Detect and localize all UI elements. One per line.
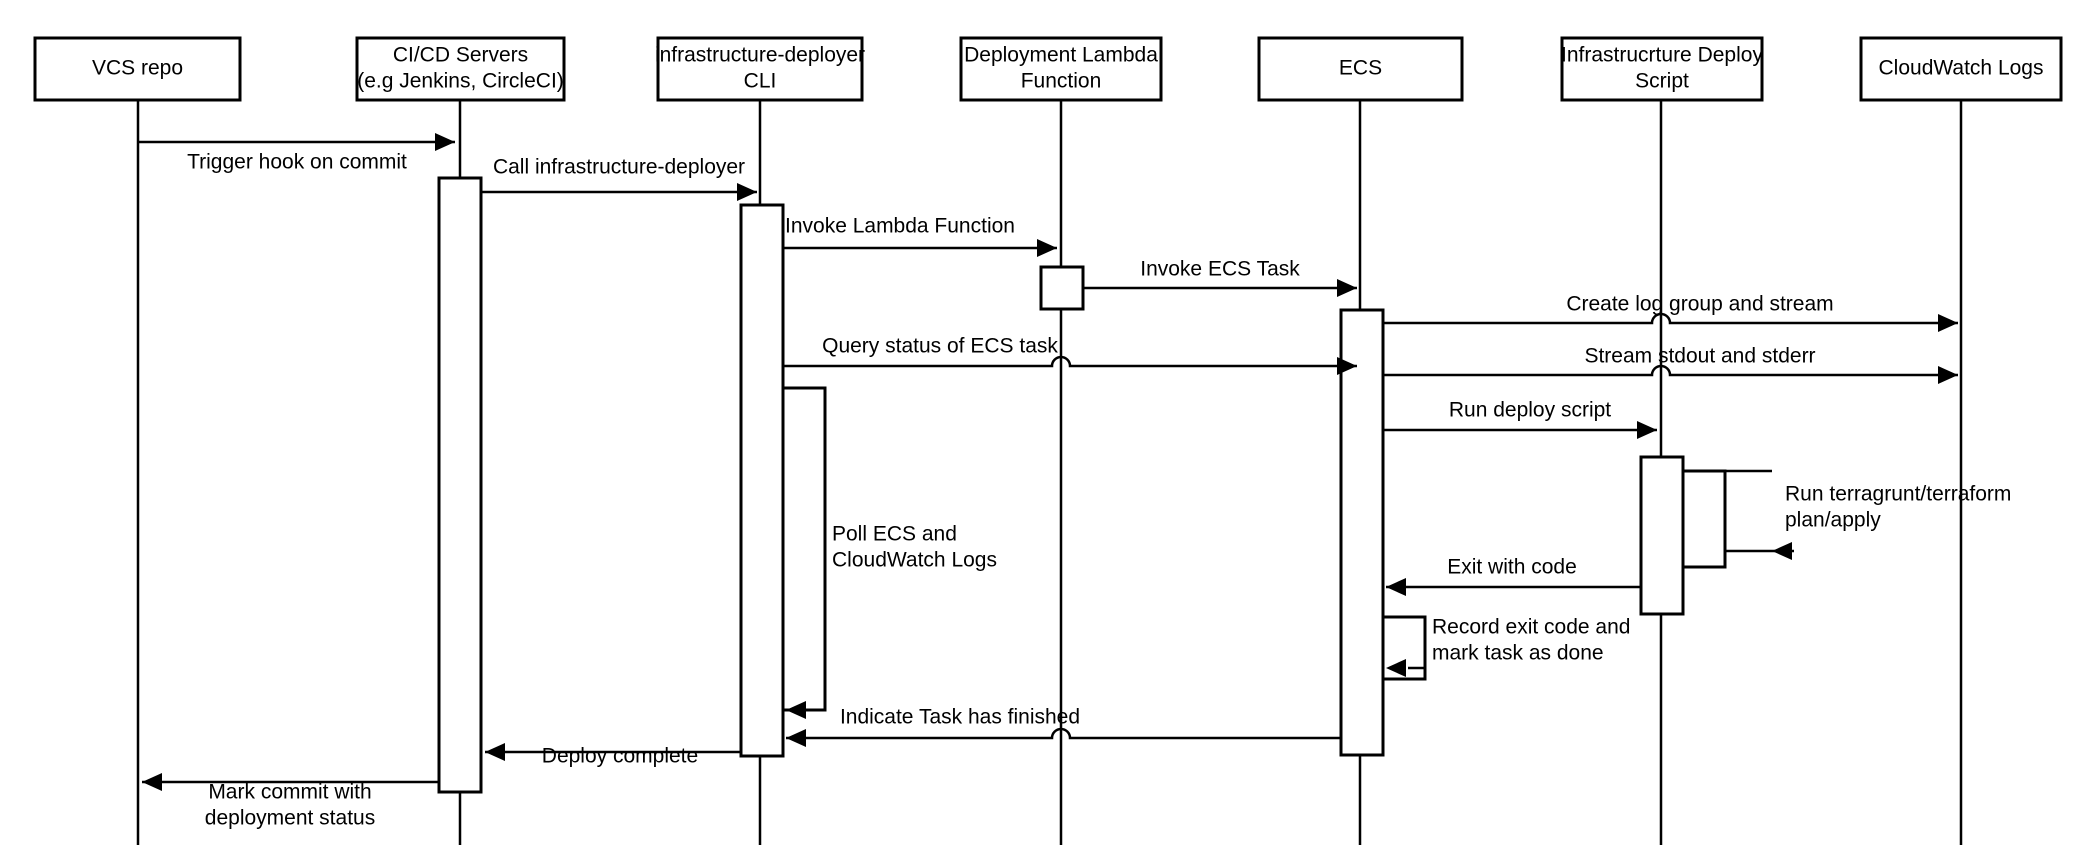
message-label-m3: Invoke Lambda Function <box>785 215 1015 238</box>
message-label-m11: Record exit code and <box>1432 616 1630 639</box>
participant-label-lambda: Deployment Lambda <box>964 44 1158 67</box>
activation-act-cicd <box>437 176 483 794</box>
message-label-m8: Run deploy script <box>1449 399 1611 422</box>
message-label-m5: Create log group and stream <box>1566 293 1833 316</box>
message-arrowhead-m14 <box>485 743 505 761</box>
message-m2[interactable]: Call infrastructure-deployer <box>481 156 757 201</box>
participant-box-lambda <box>959 36 1163 102</box>
message-label-m15: deployment status <box>205 807 375 830</box>
message-label-m10: Exit with code <box>1447 556 1577 579</box>
message-m4[interactable]: Invoke ECS Task <box>1083 258 1357 297</box>
message-arrowhead-m4 <box>1337 279 1357 297</box>
message-label-m6: Query status of ECS task <box>822 335 1058 358</box>
message-label-m2: Call infrastructure-deployer <box>493 156 745 179</box>
message-m5[interactable]: Create log group and stream <box>1383 293 1958 332</box>
participant-box-cwlogs <box>1859 36 2063 102</box>
message-m11[interactable]: Record exit code and mark task as done <box>1386 616 1630 677</box>
participant-vcs[interactable]: VCS repo <box>33 36 242 102</box>
activation-act-script <box>1639 455 1685 616</box>
message-arrowhead-m6 <box>1337 357 1357 375</box>
message-line-m12 <box>786 386 827 712</box>
participants-layer: VCS repo CI/CD Servers (e.g Jenkins, Circl… <box>33 36 2063 102</box>
participant-label-cli: infrastructure-deployer <box>655 44 865 67</box>
message-label-m9: plan/apply <box>1785 509 1881 532</box>
message-label-m12: CloudWatch Logs <box>832 549 997 572</box>
activations-layer <box>437 176 1727 794</box>
message-arrowhead-m7 <box>1938 366 1958 384</box>
activation-act-cli-poll <box>781 386 827 712</box>
message-line-m6 <box>783 355 1357 368</box>
message-label-m11: mark task as done <box>1432 642 1604 665</box>
participant-label-cicd: (e.g Jenkins, CircleCI) <box>357 70 564 93</box>
message-label-m7: Stream stdout and stderr <box>1584 345 1815 368</box>
message-m14[interactable]: Deploy complete <box>485 743 741 768</box>
message-m15[interactable]: Mark commit with deployment status <box>142 773 439 830</box>
message-m9[interactable]: Run terragrunt/terraform plan/apply <box>1723 469 2011 560</box>
participant-label-cicd: CI/CD Servers <box>393 44 528 67</box>
message-label-m1: Trigger hook on commit <box>187 151 407 174</box>
message-m10[interactable]: Exit with code <box>1386 556 1641 596</box>
participant-box-ecs <box>1257 36 1464 102</box>
message-m6[interactable]: Query status of ECS task <box>783 335 1357 375</box>
message-line-m7 <box>1383 364 1958 377</box>
message-m7[interactable]: Stream stdout and stderr <box>1383 345 1958 384</box>
message-line-m9 <box>1723 469 1794 553</box>
activation-act-script-tf <box>1681 469 1727 569</box>
message-line-m5 <box>1383 312 1958 325</box>
message-arrowhead-m11 <box>1386 659 1406 677</box>
message-arrowhead-m12 <box>786 701 806 719</box>
message-m3[interactable]: Invoke Lambda Function <box>783 215 1057 257</box>
message-label-m14: Deploy complete <box>542 745 698 768</box>
participant-label-script: Script <box>1635 70 1689 93</box>
message-label-m13: Indicate Task has finished <box>840 706 1080 729</box>
participant-cwlogs[interactable]: CloudWatch Logs <box>1859 36 2063 102</box>
participant-label-script: Infrastrucrture Deploy <box>1561 44 1763 67</box>
participant-box-cli <box>656 36 864 102</box>
participant-box-script <box>1560 36 1764 102</box>
message-label-m15: Mark commit with <box>208 781 371 804</box>
message-m8[interactable]: Run deploy script <box>1383 399 1657 439</box>
participant-label-cli: CLI <box>744 70 777 93</box>
message-arrowhead-m1 <box>435 133 455 151</box>
messages-layer: Trigger hook on commit Call infrastructur… <box>139 133 2011 830</box>
message-arrowhead-m10 <box>1386 578 1406 596</box>
participant-box-cicd <box>355 36 566 102</box>
activation-act-ecs <box>1339 308 1385 757</box>
message-line-m11 <box>1386 615 1427 670</box>
message-line-m13 <box>786 727 1341 740</box>
message-m13[interactable]: Indicate Task has finished <box>786 706 1341 747</box>
message-arrowhead-m13 <box>786 729 806 747</box>
message-arrowhead-m5 <box>1938 314 1958 332</box>
participant-label-lambda: Function <box>1021 70 1102 93</box>
message-label-m9: Run terragrunt/terraform <box>1785 483 2011 506</box>
message-label-m12: Poll ECS and <box>832 523 957 546</box>
message-arrowhead-m9 <box>1772 542 1792 560</box>
activation-act-cli <box>739 203 785 758</box>
message-m1[interactable]: Trigger hook on commit <box>139 133 455 174</box>
participant-label-vcs: VCS repo <box>92 57 183 80</box>
message-arrowhead-m8 <box>1637 421 1657 439</box>
message-arrowhead-m3 <box>1037 239 1057 257</box>
participant-ecs[interactable]: ECS <box>1257 36 1464 102</box>
participant-box-vcs <box>33 36 242 102</box>
message-arrowhead-m15 <box>142 773 162 791</box>
message-arrowhead-m2 <box>737 183 757 201</box>
message-label-m4: Invoke ECS Task <box>1140 258 1300 281</box>
participant-label-ecs: ECS <box>1339 57 1382 80</box>
participant-label-cwlogs: CloudWatch Logs <box>1879 57 2044 80</box>
activation-act-lambda <box>1039 265 1085 311</box>
participant-cicd[interactable]: CI/CD Servers (e.g Jenkins, CircleCI) <box>355 36 566 102</box>
